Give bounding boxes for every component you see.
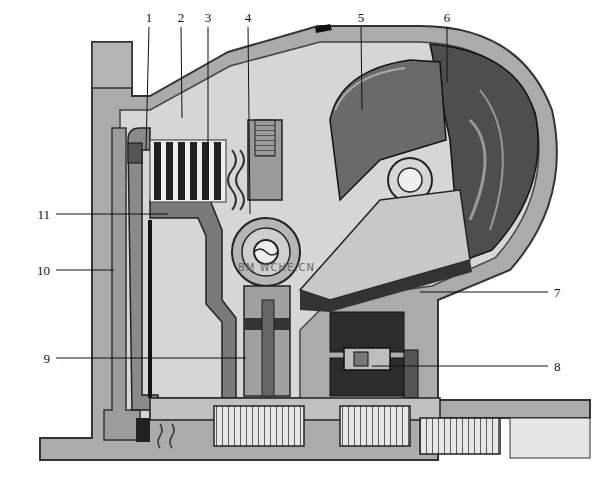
callout-number: 6 <box>442 10 453 25</box>
callout-number: 7 <box>552 285 563 300</box>
callout-number: 9 <box>42 351 53 366</box>
leader-lines <box>56 27 548 366</box>
watermark: BM WCHE.CN <box>238 262 315 273</box>
callout-number: 1 <box>144 10 155 25</box>
callout-number: 10 <box>35 263 52 278</box>
callout-number: 11 <box>35 207 52 222</box>
callout-number: 8 <box>552 359 563 374</box>
callout-number: 3 <box>203 10 214 25</box>
callout-number: 2 <box>176 10 187 25</box>
callout-number: 5 <box>356 10 367 25</box>
callout-number: 4 <box>243 10 254 25</box>
